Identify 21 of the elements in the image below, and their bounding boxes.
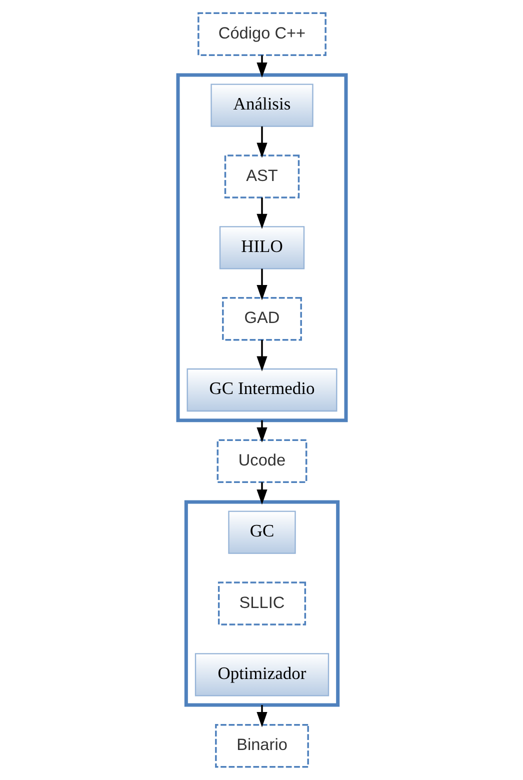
arrow: [256, 55, 267, 78]
arrow: [256, 340, 267, 372]
node-box: GC: [228, 510, 296, 554]
arrow: [256, 126, 267, 158]
cluster: [184, 500, 340, 707]
node-box: SLLIC: [217, 582, 306, 626]
arrow: [256, 198, 267, 230]
node-box: Optimizador: [194, 653, 329, 696]
node-box: HILO: [218, 226, 304, 270]
arrow: [256, 268, 267, 300]
node-box: Código C++: [197, 12, 326, 56]
node-box: Binario: [214, 724, 308, 768]
arrow: [256, 482, 267, 505]
node-box: AST: [224, 154, 300, 198]
cluster: [176, 73, 348, 422]
arrow: [256, 705, 267, 728]
node-box: Análisis: [210, 84, 313, 127]
node-box: GAD: [222, 296, 302, 341]
arrow: [256, 420, 267, 443]
node-box: Ucode: [216, 439, 307, 484]
node-box: GC Intermedio: [186, 368, 337, 412]
